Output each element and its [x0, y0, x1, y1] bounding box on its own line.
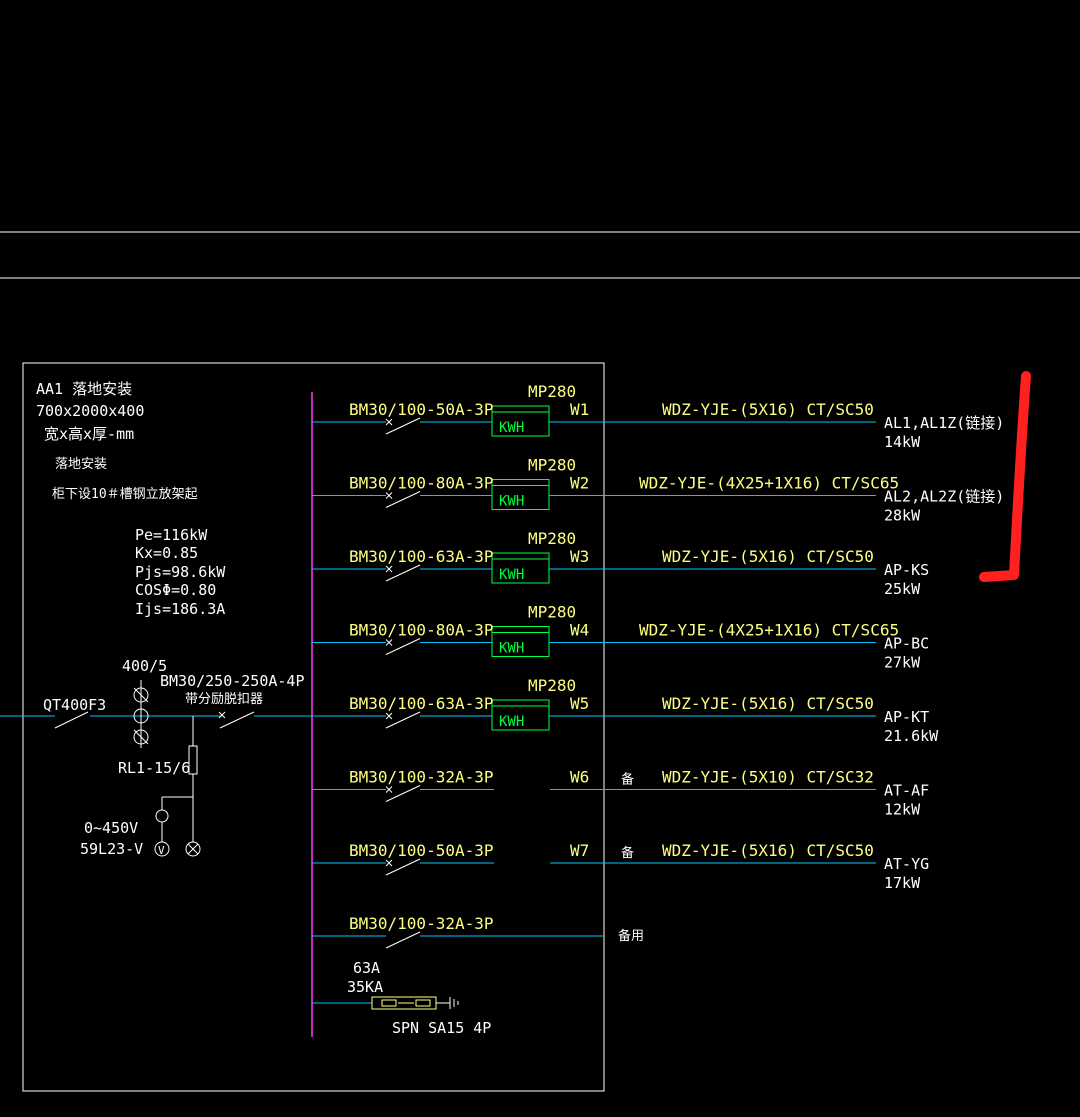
- load-power: 28kW: [884, 507, 921, 525]
- spare-circuit: BM30/100-32A-3P 备用: [312, 914, 644, 949]
- breaker-cross: [385, 712, 393, 720]
- kwh-meter-box: [491, 699, 550, 731]
- kwh-label: KWH: [499, 420, 524, 436]
- kwh-label: KWH: [499, 714, 524, 730]
- kwh-meter-box: [491, 552, 550, 584]
- breaker-model: BM30/100-80A-3P: [349, 621, 494, 640]
- load-power: 25kW: [884, 580, 921, 598]
- panel-size-note: 宽x高x厚-mm: [44, 425, 134, 443]
- breaker-cross: [385, 565, 393, 573]
- kwh-label: KWH: [499, 494, 524, 510]
- breaker-cross: [385, 418, 393, 426]
- voltmeter-icon: [154, 841, 170, 857]
- meter-model: MP280: [528, 676, 576, 695]
- breaker-model: BM30/100-32A-3P: [349, 768, 494, 787]
- breaker-model: BM30/100-50A-3P: [349, 841, 494, 860]
- circuit-id: W6: [570, 768, 589, 787]
- fuse-model: RL1-15/6: [118, 759, 190, 777]
- voltmeter-symbol: V: [158, 844, 165, 857]
- circuit-id: W1: [570, 400, 589, 419]
- cable-spec: WDZ-YJE-(4X25+1X16) CT/SC65: [639, 474, 899, 493]
- panel-frame: [22, 362, 605, 1092]
- spare-mark: 备: [621, 772, 634, 788]
- breaker-contact: [385, 564, 421, 582]
- breaker-contact: [385, 711, 421, 729]
- load-power: 21.6kW: [884, 727, 939, 745]
- incoming-switch: QT400F3: [43, 696, 106, 714]
- cable-spec: WDZ-YJE-(5X16) CT/SC50: [662, 694, 874, 713]
- destination-panel: AP-BC: [884, 635, 929, 653]
- cable-spec: WDZ-YJE-(5X10) CT/SC32: [662, 768, 874, 787]
- breaker-model: BM30/100-80A-3P: [349, 474, 494, 493]
- breaker-contact: [385, 417, 421, 435]
- circuit-id: W4: [570, 621, 589, 640]
- load-power: 12kW: [884, 801, 921, 819]
- kwh-meter-box: [491, 479, 550, 510]
- breaker-contact: [385, 858, 421, 876]
- meter-model: MP280: [528, 382, 576, 401]
- red-annotation-bracket: [979, 371, 1031, 582]
- destination-panel: AL1,AL1Z(链接): [884, 414, 1004, 432]
- destination-panel: AT-YG: [884, 855, 929, 873]
- panel-base-note: 柜下设10＃槽钢立放架起: [52, 487, 198, 502]
- breaker-cross: [385, 786, 393, 793]
- breaker-model: BM30/100-63A-3P: [349, 694, 494, 713]
- spare-label: 备用: [618, 928, 644, 944]
- breaker-contact: [385, 491, 421, 508]
- calc-kx: Kx=0.85: [135, 544, 198, 562]
- calc-pjs: Pjs=98.6kW: [135, 563, 226, 581]
- load-power: 27kW: [884, 654, 921, 672]
- panel-size: 700x2000x400: [36, 402, 144, 420]
- breaker-contact: [385, 785, 421, 802]
- kwh-meter-box: [491, 405, 550, 437]
- kwh-label: KWH: [499, 567, 524, 583]
- destination-panel: AP-KT: [884, 708, 929, 726]
- breaker-cross: [385, 859, 393, 867]
- meter-model: MP280: [528, 603, 576, 622]
- breaker-cross: [385, 639, 393, 646]
- spare-breaker: BM30/100-32A-3P: [349, 914, 494, 933]
- breaker-cross: [385, 492, 393, 499]
- cable-spec: WDZ-YJE-(5X16) CT/SC50: [662, 841, 874, 860]
- voltmeter-branch: [155, 716, 201, 857]
- current-transformer-symbol: [133, 680, 149, 748]
- main-breaker-note: 带分励脱扣器: [185, 692, 263, 707]
- spare-mark: 备: [621, 845, 634, 861]
- circuit-id: W7: [570, 841, 589, 860]
- calc-ijs: Ijs=186.3A: [135, 600, 225, 618]
- calc-pe: Pe=116kW: [135, 526, 208, 544]
- voltmeter-model: 59L23-V: [80, 840, 143, 858]
- destination-panel: AT-AF: [884, 782, 929, 800]
- meter-model: MP280: [528, 529, 576, 548]
- panel-name: AA1 落地安装: [36, 380, 132, 398]
- circuit-id: W5: [570, 694, 589, 713]
- spd-circuit: 63A 35KA SPN SA15 4P: [312, 959, 491, 1037]
- spd-breaking: 35KA: [347, 978, 383, 996]
- spd-current: 63A: [353, 959, 380, 977]
- voltmeter-range: 0~450V: [84, 819, 138, 837]
- load-power: 17kW: [884, 874, 921, 892]
- circuit-id: W3: [570, 547, 589, 566]
- breaker-contact: [385, 638, 421, 655]
- spd-model: SPN SA15 4P: [392, 1019, 491, 1037]
- destination-panel: AP-KS: [884, 561, 929, 579]
- main-breaker: BM30/250-250A-4P: [160, 672, 305, 690]
- destination-panel: AL2,AL2Z(链接): [884, 488, 1004, 506]
- meter-model: MP280: [528, 456, 576, 475]
- breaker-model: BM30/100-50A-3P: [349, 400, 494, 419]
- breaker-model: BM30/100-63A-3P: [349, 547, 494, 566]
- cable-spec: WDZ-YJE-(4X25+1X16) CT/SC65: [639, 621, 899, 640]
- ct-ratio: 400/5: [122, 657, 167, 675]
- incoming-line: [0, 711, 312, 729]
- calc-cos: COSΦ=0.80: [135, 581, 216, 599]
- cable-spec: WDZ-YJE-(5X16) CT/SC50: [662, 400, 874, 419]
- kwh-label: KWH: [499, 641, 524, 657]
- panel-mount: 落地安装: [55, 457, 107, 472]
- kwh-meter-box: [491, 626, 550, 657]
- circuit-id: W2: [570, 474, 589, 493]
- cable-spec: WDZ-YJE-(5X16) CT/SC50: [662, 547, 874, 566]
- load-power: 14kW: [884, 433, 921, 451]
